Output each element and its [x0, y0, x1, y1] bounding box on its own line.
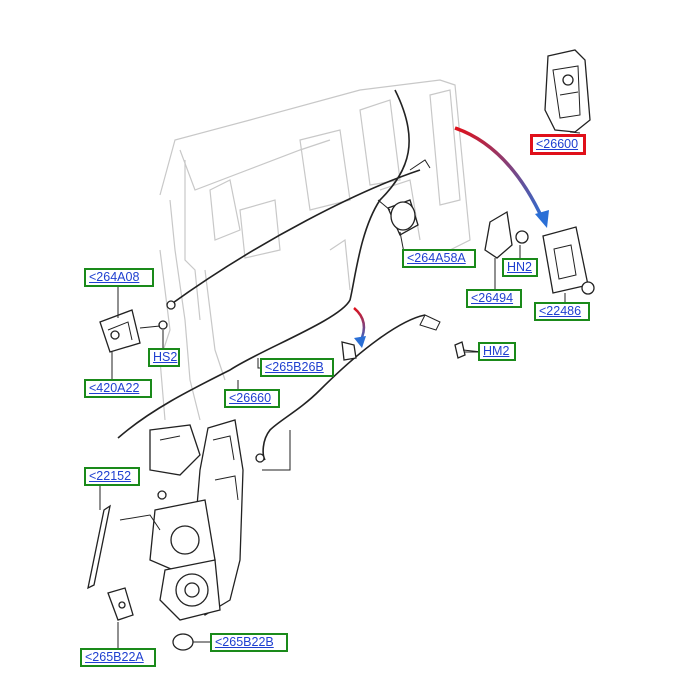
- lower-bracket-part: [107, 587, 134, 621]
- callout-265B26B-label: <265B26B: [265, 360, 324, 374]
- callout-HN2-label: HN2: [507, 260, 533, 274]
- screw-hm2-part: [454, 341, 483, 359]
- callout-22152[interactable]: <22152: [84, 467, 140, 486]
- callout-22486-label: <22486: [539, 304, 582, 318]
- clip-part: [172, 633, 194, 651]
- callout-265B26B[interactable]: <265B26B: [260, 358, 334, 377]
- callout-26600-label: <26600: [536, 137, 579, 151]
- callout-265B22A-label: <265B22A: [85, 650, 144, 664]
- exterior-handle-part: [544, 49, 591, 133]
- callout-420A22[interactable]: <420A22: [84, 379, 152, 398]
- callout-HS2-label: HS2: [153, 350, 178, 364]
- assembly-arrow-small: [341, 307, 366, 361]
- latch-assembly-part: [119, 419, 265, 621]
- callout-22486[interactable]: <22486: [534, 302, 590, 321]
- control-rod-part: [87, 504, 111, 590]
- callout-26600[interactable]: <26600: [531, 135, 585, 154]
- gasket-part: [542, 226, 595, 295]
- handle-base-part: [377, 199, 419, 236]
- callout-264A08[interactable]: <264A08: [84, 268, 154, 287]
- callout-26494-label: <26494: [471, 291, 514, 305]
- callout-264A58A-label: <264A58A: [407, 251, 466, 265]
- callout-26660[interactable]: <26660: [224, 389, 280, 408]
- callout-26494[interactable]: <26494: [466, 289, 522, 308]
- bracket-part: [484, 210, 529, 259]
- callout-22152-label: <22152: [89, 469, 132, 483]
- callout-265B22A[interactable]: <265B22A: [80, 648, 156, 667]
- lock-actuator-part: [99, 309, 168, 353]
- callout-420A22-label: <420A22: [89, 381, 140, 395]
- callout-26660-label: <26660: [229, 391, 272, 405]
- callout-HS2[interactable]: HS2: [148, 348, 180, 367]
- assembly-arrow-right: [454, 126, 549, 228]
- callout-265B22B[interactable]: <265B22B: [210, 633, 288, 652]
- callout-HM2-label: HM2: [483, 344, 510, 358]
- control-cables: [117, 89, 441, 461]
- callout-HN2[interactable]: HN2: [502, 258, 538, 277]
- callout-264A58A[interactable]: <264A58A: [402, 249, 476, 268]
- callout-265B22B-label: <265B22B: [215, 635, 274, 649]
- callout-HM2[interactable]: HM2: [478, 342, 516, 361]
- callout-264A08-label: <264A08: [89, 270, 140, 284]
